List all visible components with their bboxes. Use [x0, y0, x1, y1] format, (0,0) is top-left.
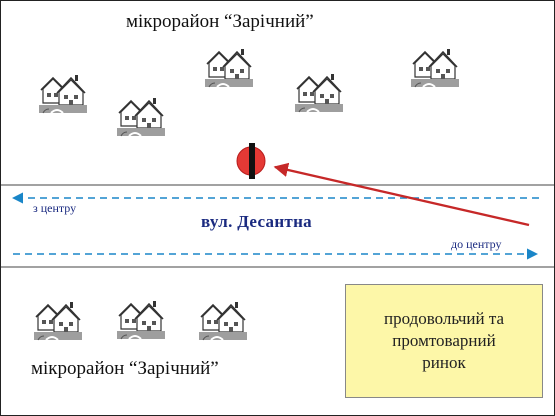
house-icon	[38, 74, 88, 114]
house-icon	[294, 73, 344, 113]
house-icon	[33, 301, 83, 341]
house-icon	[204, 48, 254, 88]
district-label-bottom: мікрорайон “Зарічний”	[31, 358, 219, 379]
house-icon	[116, 300, 166, 340]
house-icon	[116, 97, 166, 137]
market-label: продовольчий та промтоварний ринок	[383, 309, 505, 372]
location-marker-bar	[249, 143, 255, 179]
pointer-arrow	[273, 162, 530, 227]
market-box: продовольчий та промтоварний ринок	[345, 284, 543, 398]
direction-to-center-label: до центру	[451, 237, 502, 251]
direction-from-center-label: з центру	[33, 201, 77, 215]
district-label-top: мікрорайон “Зарічний”	[126, 11, 314, 32]
house-icon	[410, 48, 460, 88]
street-name-label: вул. Десантна	[201, 212, 312, 231]
house-icon	[198, 301, 248, 341]
